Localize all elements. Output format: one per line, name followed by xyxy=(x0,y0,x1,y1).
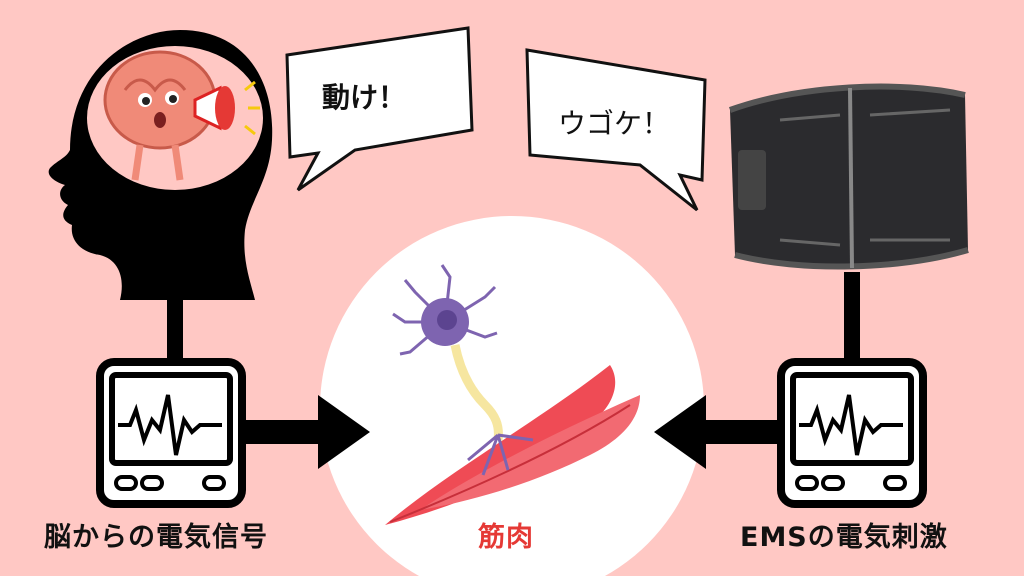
neuron-icon xyxy=(392,264,534,476)
ems-command-text: ウゴケ！ xyxy=(558,107,671,140)
brain-command-text: 動け！ xyxy=(322,81,407,114)
speech-bubble-left xyxy=(285,26,474,192)
monitor-left-icon xyxy=(96,358,246,508)
center-circle xyxy=(320,216,704,576)
speech-bubble-right xyxy=(525,48,707,212)
muscle-label: 筋肉 xyxy=(478,522,534,553)
arrow-right-icon xyxy=(246,395,370,469)
brain-character-icon xyxy=(103,50,260,181)
ems-stimulus-label: EMSの電気刺激 xyxy=(740,522,948,553)
ems-belt-icon xyxy=(728,83,969,270)
connector-left xyxy=(167,290,183,362)
monitor-right-icon xyxy=(777,358,927,508)
brain-signal-label: 脳からの電気信号 xyxy=(44,522,268,553)
connector-right xyxy=(844,272,860,362)
arrow-left-icon xyxy=(654,395,778,469)
